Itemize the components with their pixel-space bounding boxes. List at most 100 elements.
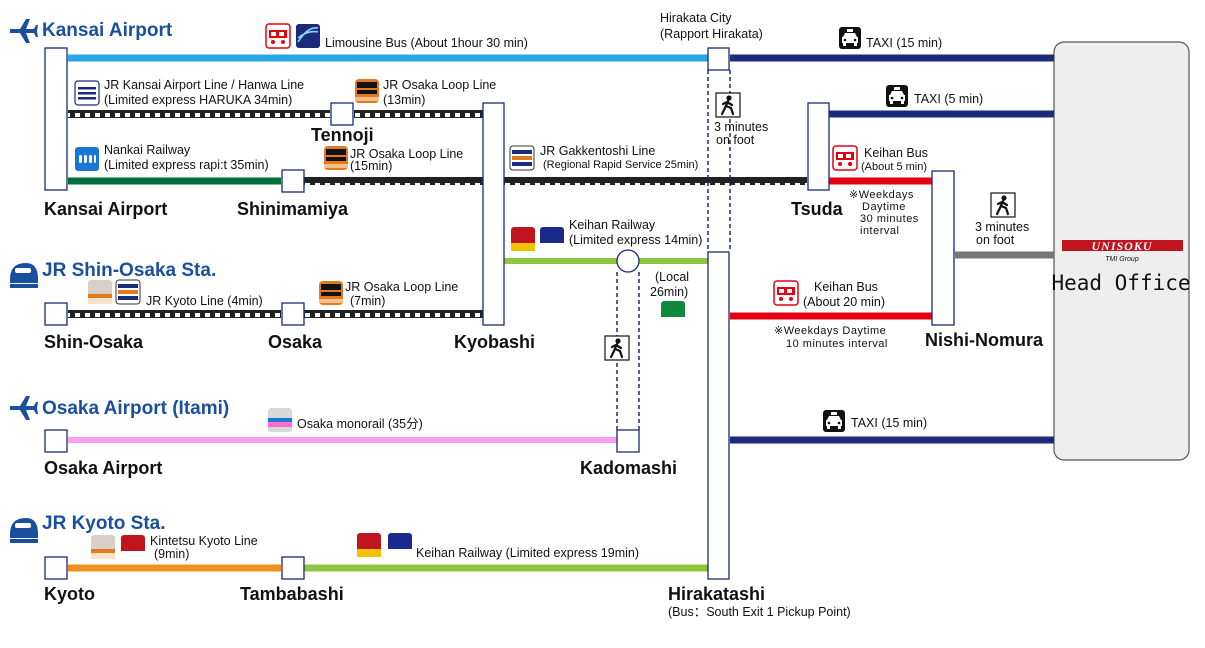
station-name-osaka-airport: Osaka Airport bbox=[44, 458, 162, 478]
route-label-nankai-1: Nankai Railway bbox=[104, 143, 191, 157]
route-label-kintetsu-1: Kintetsu Kyoto Line bbox=[150, 534, 258, 548]
walk-label-b-2: on foot bbox=[976, 233, 1015, 247]
station-name-kadomashi: Kadomashi bbox=[580, 458, 677, 478]
station-box-kyobashi[interactable] bbox=[482, 102, 505, 326]
note-10-line-2: 10 minutes interval bbox=[786, 338, 888, 350]
station-box-tsuda[interactable] bbox=[807, 102, 830, 191]
route-label-limousine: Limousine Bus (About 1hour 30 min) bbox=[325, 36, 528, 50]
station-box-kyoto[interactable] bbox=[44, 556, 68, 580]
keihan-local-train-icon bbox=[661, 301, 685, 325]
route-label-keihan-14-2: (Limited express 14min) bbox=[569, 233, 702, 247]
line-jr-kyoto bbox=[68, 310, 281, 318]
route-label-loop-15-1: JR Osaka Loop Line bbox=[350, 147, 463, 161]
route-label-taxi-tsuda: TAXI (5 min) bbox=[914, 92, 983, 106]
head-office-brand: UNISOKU bbox=[1091, 239, 1152, 253]
head-office[interactable]: UNISOKU TMI Group Head Office bbox=[1051, 41, 1191, 461]
route-label-keihan-19: Keihan Railway (Limited express 19min) bbox=[416, 546, 639, 560]
station-name-shinimamiya: Shinimamiya bbox=[237, 199, 349, 219]
keihan-train-red-icon bbox=[357, 533, 381, 557]
header-jr-kyoto: JR Kyoto Sta. bbox=[42, 513, 166, 534]
route-label-gakken-1: JR Gakkentoshi Line bbox=[540, 144, 655, 158]
plane-icon bbox=[10, 396, 38, 420]
bus-icon bbox=[832, 145, 858, 171]
note-10-line-1: ※Weekdays Daytime bbox=[774, 325, 886, 337]
station-name-hirakatashi: Hirakatashi bbox=[668, 584, 765, 604]
taxi-icon bbox=[886, 85, 908, 107]
taxi-icon bbox=[839, 27, 861, 49]
walk-label-a-1: 3 minutes bbox=[714, 120, 768, 134]
line-jr-loop-13 bbox=[354, 110, 484, 118]
line-jr-gakkentoshi bbox=[504, 177, 807, 185]
station-name-kansai-airport: Kansai Airport bbox=[44, 199, 167, 219]
station-name-tennoji: Tennoji bbox=[311, 125, 374, 145]
route-label-jr-kyoto: JR Kyoto Line (4min) bbox=[146, 294, 263, 308]
head-office-label: Head Office bbox=[1051, 271, 1190, 295]
station-name-kyoto: Kyoto bbox=[44, 584, 95, 604]
taxi-icon bbox=[823, 410, 845, 432]
station-box-hirakata-city[interactable] bbox=[707, 47, 730, 71]
head-office-group: TMI Group bbox=[1105, 256, 1139, 263]
station-name-tambabashi: Tambabashi bbox=[240, 584, 344, 604]
station-box-kadomashi[interactable] bbox=[616, 429, 640, 453]
station-name-hirakata-city: Hirakata City bbox=[660, 11, 732, 25]
station-name-nishi-nomura: Nishi-Nomura bbox=[925, 330, 1044, 350]
header-osaka-airport-itami: Osaka Airport (Itami) bbox=[42, 398, 229, 419]
route-label-taxi-top: TAXI (15 min) bbox=[866, 36, 942, 50]
route-label-nankai-2: (Limited express rapi:t 35min) bbox=[104, 158, 269, 172]
jr-train-gray-icon bbox=[88, 280, 112, 304]
walking-person-icon bbox=[714, 91, 742, 119]
loop-train-icon bbox=[324, 146, 348, 170]
note-30-line-4: interval bbox=[860, 225, 899, 237]
nankai-train-icon bbox=[75, 147, 99, 171]
station-name-kyobashi: Kyobashi bbox=[454, 332, 535, 352]
keihan-train-blue-icon bbox=[388, 533, 412, 557]
route-label-keihan-14-1: Keihan Railway bbox=[569, 218, 656, 232]
plane-icon bbox=[10, 19, 38, 43]
station-sub-hirakata-city: (Rapport Hirakata) bbox=[660, 27, 763, 41]
kintetsu-train-gray-icon bbox=[91, 535, 115, 559]
station-box-kansai-airport[interactable] bbox=[44, 47, 68, 191]
route-label-keihan-bus-20-1: Keihan Bus bbox=[814, 280, 878, 294]
keihan-train-red-icon bbox=[511, 227, 535, 251]
keihan-train-blue-icon bbox=[540, 227, 564, 251]
loop-train-icon bbox=[355, 79, 379, 103]
station-junction-keihan[interactable] bbox=[616, 249, 640, 273]
note-30-line-1: ※Weekdays bbox=[849, 189, 914, 201]
station-box-osaka[interactable] bbox=[281, 302, 305, 326]
route-label-local-1: (Local bbox=[655, 270, 689, 284]
route-label-monorail: Osaka monorail (35分) bbox=[297, 417, 423, 431]
station-box-shin-osaka[interactable] bbox=[44, 302, 68, 326]
bus-icon bbox=[773, 280, 799, 306]
route-label-keihan-bus-5-1: Keihan Bus bbox=[864, 146, 928, 160]
loop-train-icon bbox=[319, 281, 343, 305]
station-box-tennoji[interactable] bbox=[330, 102, 354, 126]
station-name-tsuda: Tsuda bbox=[791, 199, 844, 219]
route-label-kintetsu-2: (9min) bbox=[154, 547, 189, 561]
route-label-loop-13-1: JR Osaka Loop Line bbox=[383, 78, 496, 92]
route-label-keihan-bus-5-2: (About 5 min) bbox=[861, 161, 927, 173]
header-kansai-airport: Kansai Airport bbox=[42, 20, 173, 41]
walking-person-icon bbox=[603, 334, 631, 362]
station-box-tambabashi[interactable] bbox=[281, 556, 305, 580]
walk-label-a-2: on foot bbox=[716, 133, 755, 147]
line-jr-kansai-airport bbox=[68, 110, 330, 118]
line-jr-loop-15 bbox=[303, 177, 484, 185]
station-box-shinimamiya[interactable] bbox=[281, 169, 305, 193]
station-sub-hirakatashi: (Bus：South Exit 1 Pickup Point) bbox=[668, 605, 851, 619]
station-box-hirakatashi[interactable] bbox=[707, 251, 730, 580]
jr-train-blue-icon bbox=[115, 279, 141, 305]
line-jr-loop-7 bbox=[303, 310, 484, 318]
walk-label-b-1: 3 minutes bbox=[975, 220, 1029, 234]
route-label-loop-7-1: JR Osaka Loop Line bbox=[345, 280, 458, 294]
route-label-loop-7-2: (7min) bbox=[350, 294, 385, 308]
route-label-taxi-hirakata: TAXI (15 min) bbox=[851, 416, 927, 430]
route-label-loop-15-2: (15min) bbox=[350, 159, 392, 173]
monorail-train-icon bbox=[268, 408, 292, 432]
head-office-logo-bar bbox=[1062, 240, 1183, 251]
station-box-nishi-nomura[interactable] bbox=[931, 170, 955, 326]
route-label-loop-13-2: (13min) bbox=[383, 93, 425, 107]
header-jr-shin-osaka: JR Shin-Osaka Sta. bbox=[42, 260, 216, 281]
route-label-jr-kansai-2: (Limited express HARUKA 34min) bbox=[104, 93, 292, 107]
station-name-shin-osaka: Shin-Osaka bbox=[44, 332, 144, 352]
station-box-osaka-airport[interactable] bbox=[44, 429, 68, 453]
